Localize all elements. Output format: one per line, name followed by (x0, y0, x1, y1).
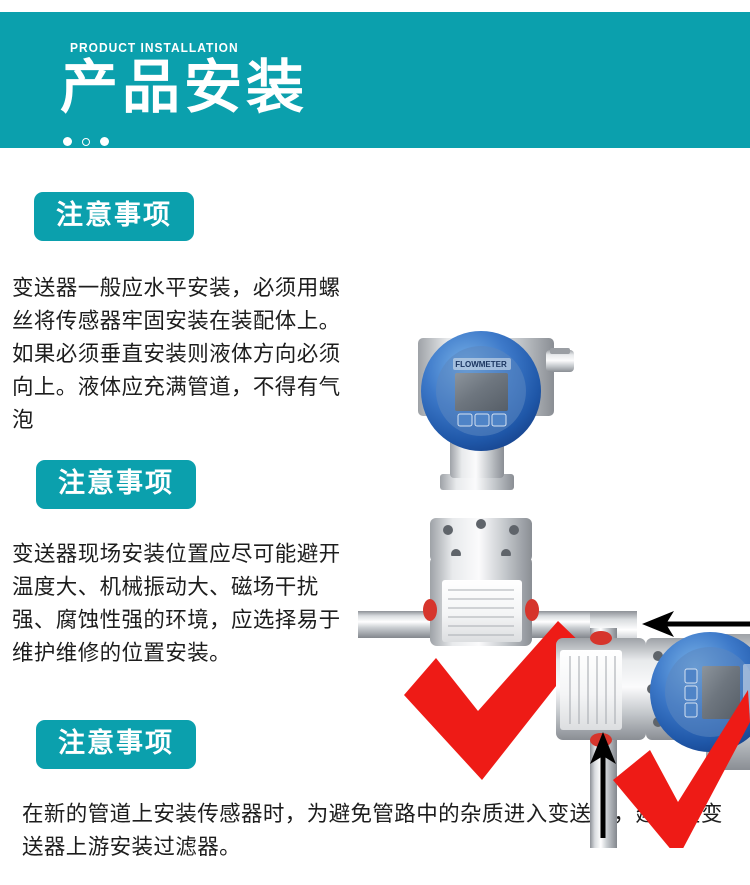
transmitter-button-center[interactable] (474, 413, 490, 427)
transmitter-button-center-v[interactable] (684, 685, 698, 701)
installation-diagram-svg: FLOWMETER (358, 331, 750, 848)
transmitter-brand-plate (453, 358, 511, 370)
carousel-dot-1[interactable] (63, 137, 72, 146)
transmitter-lcd-v (702, 666, 740, 719)
seal-gasket-left (423, 599, 437, 621)
transmitter-lcd (455, 373, 508, 411)
spec-label-lines-v (569, 656, 616, 724)
transmitter-button-bottom-v[interactable] (684, 702, 698, 718)
page-header-banner: PRODUCT INSTALLATION 产品安装 (0, 12, 750, 148)
cable-gland-top (546, 350, 574, 372)
notice-badge-2: 注意事项 (36, 460, 196, 509)
transmitter-button-left[interactable] (457, 413, 473, 427)
flange-bolt (476, 519, 486, 529)
check-mark-horizontal (404, 621, 586, 780)
cable-gland-nut (550, 348, 570, 354)
notice-badge-1: 注意事项 (34, 192, 194, 241)
transmitter-button-right[interactable] (491, 413, 507, 427)
installation-diagram: FLOWMETER (358, 318, 750, 848)
flow-arrow-left (642, 611, 750, 637)
carousel-dots (63, 137, 109, 146)
carousel-dot-3[interactable] (100, 137, 109, 146)
content-area: 注意事项 变送器一般应水平安装，必须用螺丝将传感器牢固安装在装配体上。如果必须垂… (0, 148, 750, 885)
check-mark-vertical (613, 690, 750, 848)
flowmeter-horizontal[interactable]: FLOWMETER (418, 331, 574, 646)
header-eyebrow: PRODUCT INSTALLATION (70, 40, 239, 55)
seal-gasket-top (590, 631, 612, 645)
sensor-spec-label-v (560, 650, 622, 730)
flange-bolt (443, 525, 453, 535)
notice-text-2: 变送器现场安装位置应尽可能避开温度大、机械振动大、磁场干扰强、腐蚀性强的环境，应… (12, 542, 341, 666)
flowmeter-vertical[interactable]: FLOWMETER (556, 631, 750, 788)
spec-label-lines (448, 589, 514, 636)
seal-gasket-right (525, 599, 539, 621)
flow-arrow-up (590, 732, 616, 838)
flow-arrow-up-head (590, 732, 616, 764)
flow-arrow-left-head (642, 611, 674, 637)
transmitter-button-top-v[interactable] (684, 668, 698, 684)
sensor-spec-label (442, 580, 522, 642)
carousel-dot-2[interactable] (82, 137, 90, 146)
page-title: 产品安装 (60, 53, 309, 121)
notice-badge-3: 注意事项 (36, 720, 196, 769)
notice-text-1: 变送器一般应水平安装，必须用螺丝将传感器牢固安装在装配体上。如果必须垂直安装则液… (12, 276, 341, 433)
transmitter-brand-text: FLOWMETER (455, 360, 507, 369)
flange-bolt (509, 525, 519, 535)
